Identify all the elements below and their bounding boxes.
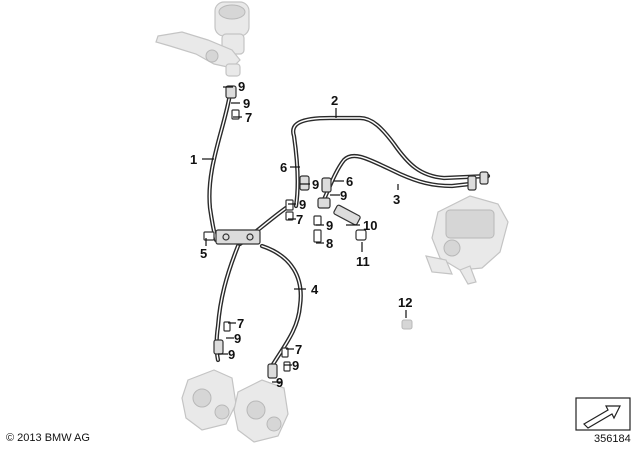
label-9d: 9 bbox=[299, 197, 306, 212]
brake-line-1 bbox=[207, 91, 233, 243]
label-9i: 9 bbox=[292, 358, 299, 373]
right-brake-caliper-ghost bbox=[233, 379, 289, 443]
label-9f: 9 bbox=[326, 218, 333, 233]
left-brake-caliper-ghost bbox=[181, 369, 237, 431]
label-1: 1 bbox=[190, 152, 197, 167]
banjo-fittings bbox=[213, 85, 489, 379]
clip-part bbox=[401, 319, 413, 330]
label-9b: 9 bbox=[243, 96, 250, 111]
label-11: 11 bbox=[356, 254, 370, 269]
abs-modulator-ghost bbox=[425, 195, 509, 285]
part-number-labels: 9 9 7 1 2 6 9 9 7 6 9 9 8 3 10 11 5 4 7 … bbox=[190, 79, 412, 390]
label-7c: 7 bbox=[237, 316, 244, 331]
brake-line-3 bbox=[319, 153, 473, 207]
diagram-badge bbox=[575, 397, 631, 431]
master-cylinder-ghost bbox=[155, 1, 250, 77]
label-5: 5 bbox=[200, 246, 207, 261]
copyright-text: © 2013 BMW AG bbox=[6, 432, 90, 444]
label-7a: 7 bbox=[245, 110, 252, 125]
label-9g: 9 bbox=[234, 331, 241, 346]
label-3: 3 bbox=[393, 192, 400, 207]
label-2: 2 bbox=[331, 93, 338, 108]
label-8: 8 bbox=[326, 236, 333, 251]
brake-line-2 bbox=[291, 115, 491, 209]
label-9e: 9 bbox=[340, 188, 347, 203]
label-9a: 9 bbox=[238, 79, 245, 94]
diagram-number: 356184 bbox=[594, 433, 631, 445]
label-7b: 7 bbox=[296, 212, 303, 227]
leader-lines bbox=[202, 86, 407, 383]
arrow-icon bbox=[583, 405, 621, 429]
label-9j: 9 bbox=[276, 375, 283, 390]
distributor-block bbox=[203, 229, 261, 245]
label-9h: 9 bbox=[228, 347, 235, 362]
label-7d: 7 bbox=[295, 342, 302, 357]
label-6a: 6 bbox=[280, 160, 287, 175]
label-4: 4 bbox=[311, 282, 319, 297]
label-9c: 9 bbox=[312, 177, 319, 192]
label-12: 12 bbox=[398, 295, 412, 310]
label-10: 10 bbox=[363, 218, 377, 233]
label-6b: 6 bbox=[346, 174, 353, 189]
